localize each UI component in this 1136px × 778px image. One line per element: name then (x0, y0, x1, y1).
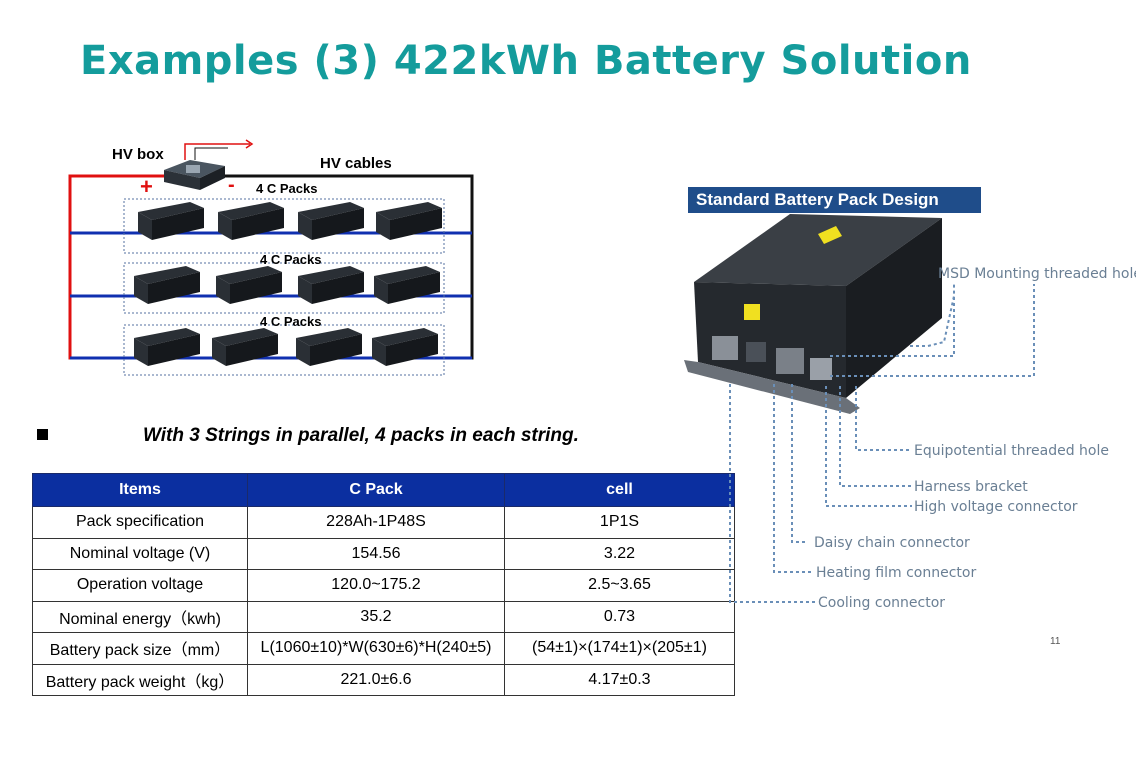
callout-cooling: Cooling connector (818, 595, 946, 611)
callout-msd: MSD Mounting threaded hole (938, 266, 1136, 282)
string-label-1: 4 C Packs (256, 181, 318, 196)
string-label-3: 4 C Packs (260, 314, 322, 329)
header-items: Items (32, 473, 248, 507)
spec-table: Items C Pack cell Pack specification 228… (32, 473, 735, 696)
row-item: Operation voltage (32, 569, 248, 602)
row-cell: (54±1)×(174±1)×(205±1) (504, 632, 735, 665)
wiring-svg (68, 139, 474, 376)
page-title: Examples (3) 422kWh Battery Solution (80, 38, 972, 84)
table-row: Nominal energy（kwh) 35.2 0.73 (32, 600, 735, 633)
row-item: Pack specification (32, 506, 248, 539)
pack-design-title: Standard Battery Pack Design (688, 187, 981, 213)
hv-box-label: HV box (112, 146, 164, 163)
row-cell: 2.5~3.65 (504, 569, 735, 602)
header-cell: cell (504, 473, 735, 507)
string-label-2: 4 C Packs (260, 252, 322, 267)
row-item: Nominal energy（kwh) (32, 600, 248, 633)
pack-illustration (684, 214, 1035, 603)
table-header-row: Items C Pack cell (32, 473, 735, 507)
table-row: Operation voltage 120.0~175.2 2.5~3.65 (32, 569, 735, 602)
row-c-pack: 221.0±6.6 (247, 663, 505, 696)
header-c-pack: C Pack (247, 473, 505, 507)
string-wiring-diagram: HV box HV cables + - 4 C Packs 4 C Packs… (60, 132, 490, 382)
callout-daisy-chain: Daisy chain connector (814, 535, 970, 551)
table-row: Battery pack weight（kg） 221.0±6.6 4.17±0… (32, 663, 735, 696)
hv-cables-label: HV cables (320, 155, 392, 172)
table-row: Battery pack size（mm） L(1060±10)*W(630±6… (32, 632, 735, 665)
callout-harness: Harness bracket (914, 479, 1028, 495)
minus-terminal: - (228, 174, 235, 196)
row-cell: 4.17±0.3 (504, 663, 735, 696)
row-cell: 3.22 (504, 537, 735, 570)
pack-design-panel (680, 186, 1130, 626)
callout-hv-connector: High voltage connector (914, 499, 1078, 515)
row-c-pack: 120.0~175.2 (247, 569, 505, 602)
row-c-pack: L(1060±10)*W(630±6)*H(240±5) (247, 632, 505, 665)
row-c-pack: 228Ah-1P48S (247, 506, 505, 539)
callout-heating-film: Heating film connector (816, 565, 977, 581)
row-item: Battery pack weight（kg） (32, 663, 248, 696)
plus-terminal: + (140, 174, 153, 199)
callout-equipotential: Equipotential threaded hole (914, 443, 1110, 459)
hv-box-graphic (164, 160, 225, 190)
row-c-pack: 154.56 (247, 537, 505, 570)
bullet-marker (37, 429, 48, 440)
row-c-pack: 35.2 (247, 600, 505, 633)
table-row: Pack specification 228Ah-1P48S 1P1S (32, 506, 735, 539)
row-item: Battery pack size（mm） (32, 632, 248, 665)
row-cell: 0.73 (504, 600, 735, 633)
row-item: Nominal voltage (V) (32, 537, 248, 570)
table-row: Nominal voltage (V) 154.56 3.22 (32, 537, 735, 570)
parallel-note: With 3 Strings in parallel, 4 packs in e… (143, 425, 579, 446)
page-number: 11 (1050, 636, 1061, 647)
